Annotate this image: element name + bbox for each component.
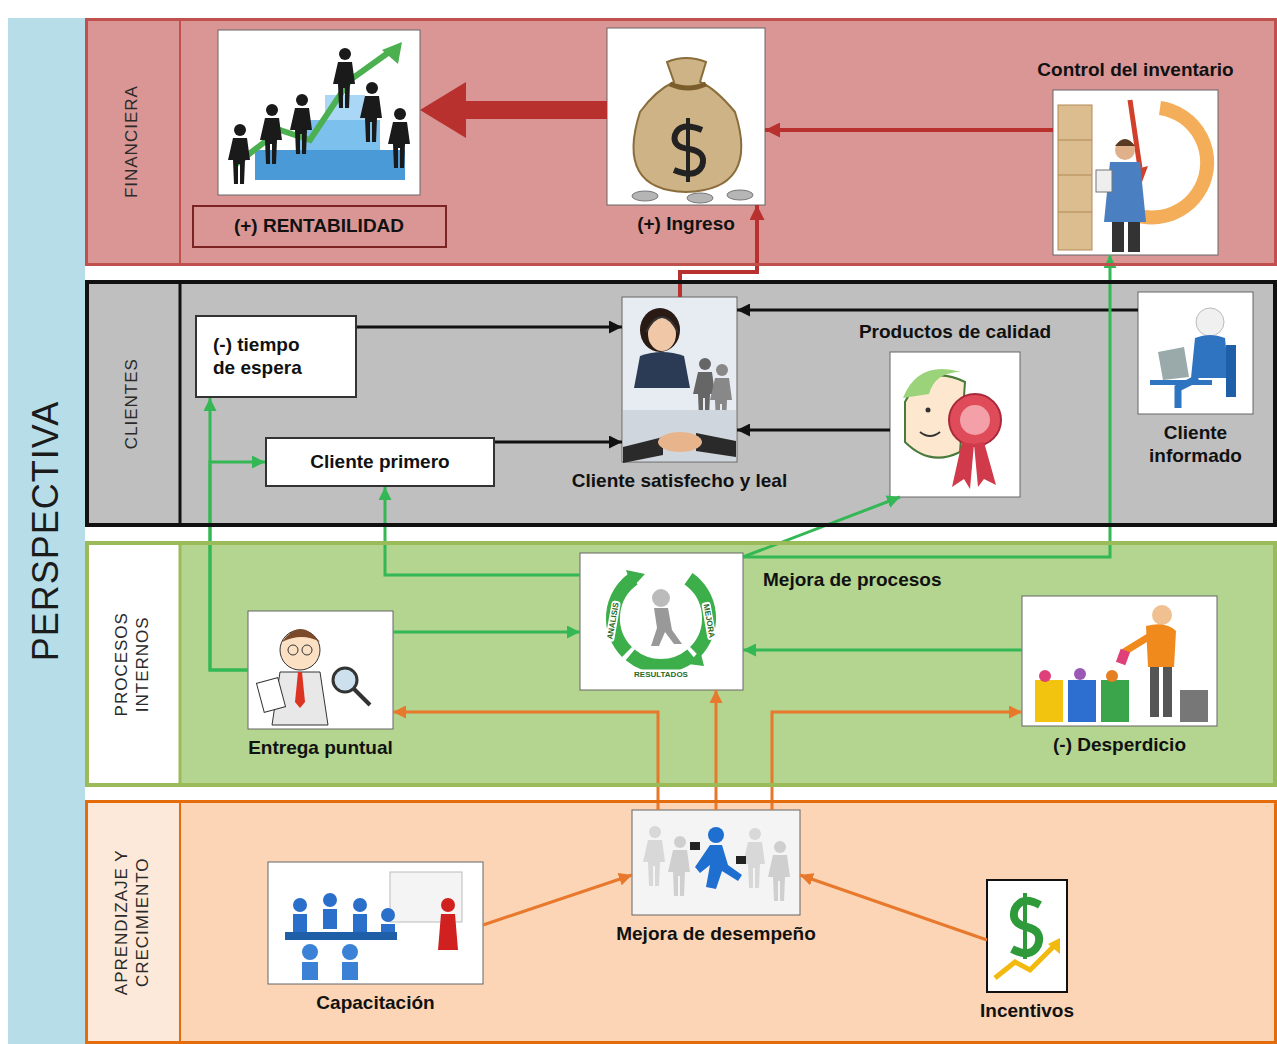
profit-illustration [218,30,420,195]
band-ground [85,280,1277,527]
text-holder: Incentivos [980,1000,1074,1023]
satisfied-client-illustration [622,297,737,463]
band-ground [85,800,1277,1044]
objective-caption: Cliente informado [1131,422,1261,468]
objective-caption: Control del inventario [1037,59,1233,82]
perspective-ground [8,18,85,1044]
connector-arrow [357,326,622,329]
objective-picture: (+) RENTABILIDAD [218,30,420,195]
objective-caption: Cliente satisfecho y leal [572,470,787,493]
objective-picture: Cliente satisfecho y leal [622,297,737,462]
perspective-band: PROCESOS INTERNOS Mejora de procesosEntre… [85,541,1277,787]
training-illustration [268,862,483,984]
perspective-band: FINANCIERA (+) RENTABILIDAD (+) Ingreso Con… [85,18,1277,266]
band-title: PROCESOS INTERNOS [111,589,154,739]
connector-arrow [483,875,632,925]
connector-arrow [743,649,1022,652]
connector-arrow [743,255,1110,557]
text-holder: PROCESOS INTERNOS [57,643,207,686]
objective-picture: Capacitación [268,862,483,984]
text-holder: Cliente informado [1131,422,1261,468]
band-label-ground [85,541,180,787]
objective-label: Cliente primero [310,451,449,474]
band-divider [179,280,182,527]
text-holder: Control del inventario [1037,59,1233,82]
connector-arrow [495,441,622,444]
perspective-column: PERSPECTIVA [8,18,85,1044]
objective-caption: (-) Desperdicio [1053,734,1186,757]
connector-arrow [737,309,1138,312]
text-holder: FINANCIERA [57,131,207,152]
incentive-illustration [987,880,1067,992]
connector-arrow [210,398,248,670]
band-ground [85,18,1277,266]
inventory-illustration [1053,90,1218,255]
connector-arrow [210,462,265,670]
waste-illustration [1022,596,1217,726]
objective-picture: Entrega puntual [248,611,393,729]
band-divider [179,800,181,1044]
quality-illustration [890,352,1020,497]
connector-arrow [743,497,900,557]
text-holder: PERSPECTIVA [0,510,177,552]
band-ground [85,541,1277,787]
objective-picture: Cliente informado [1138,292,1253,414]
text-holder: Capacitación [316,992,434,1015]
objective-caption: Productos de calidad [859,321,1051,344]
band-divider [179,541,182,787]
objective-caption: (+) RENTABILIDAD [208,215,431,238]
objective-caption: Incentivos [980,1000,1074,1023]
text-holder: CLIENTES [57,393,207,414]
objective-caption: Entrega puntual [248,737,393,760]
objective-picture: Productos de calidad [890,352,1020,497]
band-divider [179,18,181,266]
text-holder: Mejora de desempeño [616,923,816,946]
objective-picture: Control del inventario [1053,90,1218,255]
money-bag-illustration [607,28,765,205]
informed-client-illustration [1138,292,1253,414]
objective-picture: Mejora de desempeño [632,810,800,915]
text-holder: (-) Desperdicio [1053,734,1186,757]
connector-arrow [385,487,580,575]
objective-caption: Mejora de desempeño [616,923,816,946]
text-holder: Mejora de procesos [763,569,941,592]
delivery-illustration [248,611,393,729]
band-title: APRENDIZAJE Y CRECIMIENTO [111,847,154,997]
band-title: CLIENTES [121,329,142,479]
connector-arrow [466,101,607,119]
connector-arrow [772,712,1022,810]
connector-arrow [765,128,1053,132]
connector-arrow [800,875,987,940]
connector-arrow [393,712,658,810]
connector-arrow [737,429,890,432]
text-holder: Entrega puntual [248,737,393,760]
objective-box: Cliente primero [265,437,495,487]
text-holder: (+) Ingreso [637,213,735,236]
objective-caption: Mejora de procesos [763,569,941,592]
objective-picture: Incentivos [987,880,1067,992]
text-holder: Cliente satisfecho y leal [572,470,787,493]
connector-arrow [393,631,580,634]
connector-arrow [715,690,718,810]
objective-caption: (+) Ingreso [637,213,735,236]
text-holder: Productos de calidad [859,321,1051,344]
band-label-ground [85,800,180,1044]
caption-box: (+) RENTABILIDAD [192,205,447,248]
perspective-band: CLIENTES(-) tiempo de esperaCliente sati… [85,280,1277,527]
icon-label: RESULTADOS [632,670,690,679]
performance-illustration [632,810,800,915]
objective-picture: (-) Desperdicio [1022,596,1217,726]
objective-picture: (+) Ingreso [607,28,765,205]
objective-label: (-) tiempo de espera [213,334,318,380]
text-holder: APRENDIZAJE Y CRECIMIENTO [57,901,207,944]
objective-caption: Capacitación [316,992,434,1015]
column-title: PERSPECTIVA [26,401,68,661]
band-title: FINANCIERA [121,67,142,217]
process-improvement-illustration [580,553,743,690]
perspective-band: APRENDIZAJE Y CRECIMIENTO Mejora de desem… [85,800,1277,1044]
objective-box: (-) tiempo de espera [195,315,357,398]
